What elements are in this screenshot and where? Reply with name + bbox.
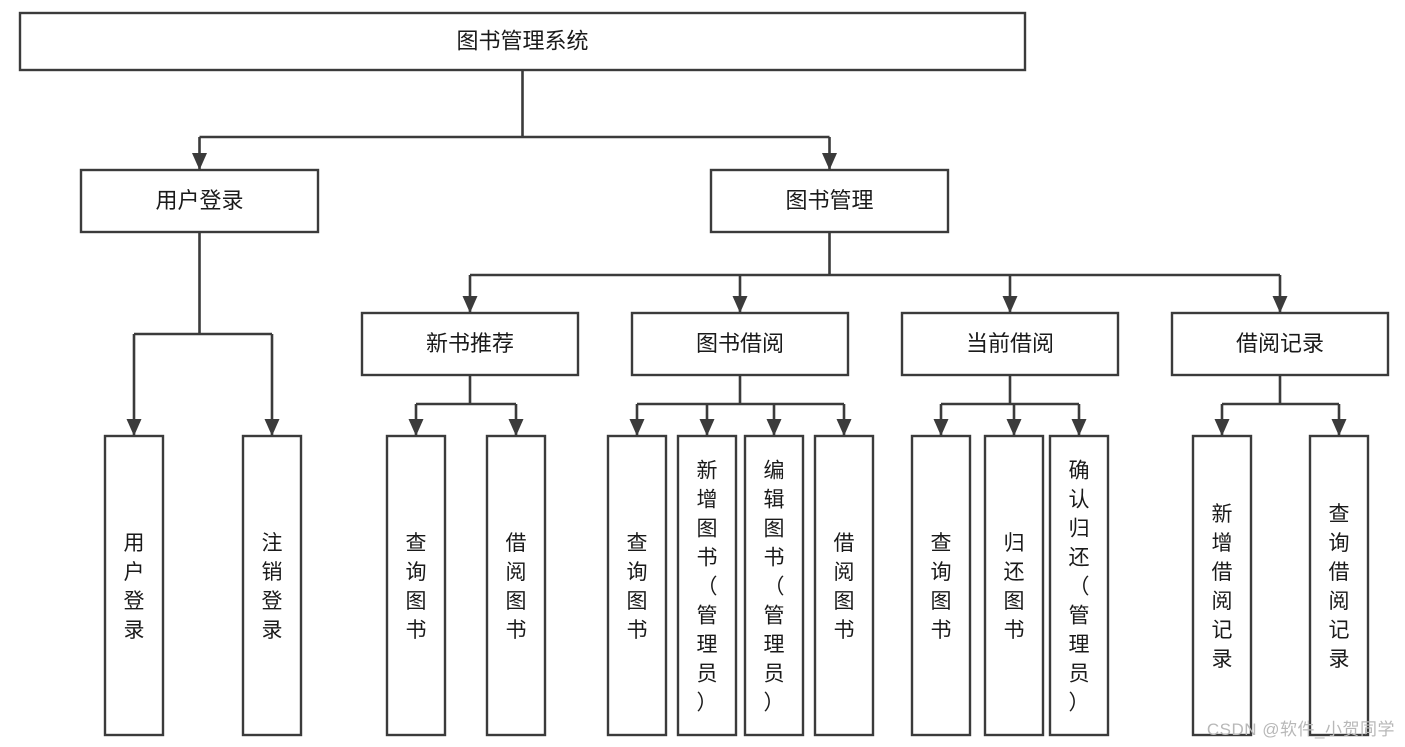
node-leaf-edit-book-box[interactable] xyxy=(743,434,805,737)
node-new-book-recommend-box[interactable] xyxy=(360,311,580,377)
node-leaf-edit-book-label: 编辑图书（管理员） xyxy=(764,460,785,715)
node-leaf-confirm-return-label: 确认归还（管理员） xyxy=(1069,460,1090,715)
node-leaf-add-borrow-record-label: 新增借阅记录 xyxy=(1212,503,1233,671)
node-leaf-query-book-3[interactable]: 查询图书 xyxy=(910,434,972,737)
node-root-图书管理系统-box[interactable] xyxy=(18,11,1027,72)
node-leaf-return-book-box[interactable] xyxy=(983,434,1045,737)
node-leaf-borrow-book-2-box[interactable] xyxy=(813,434,875,737)
node-leaf-query-book-2-box[interactable] xyxy=(606,434,668,737)
node-leaf-user-logout-label: 注销登录 xyxy=(262,532,283,642)
node-leaf-borrow-book-2-label: 借阅图书 xyxy=(834,532,855,642)
node-leaf-query-book-3-label: 查询图书 xyxy=(931,532,952,642)
node-leaf-query-book-1-box[interactable] xyxy=(385,434,447,737)
node-borrow-record[interactable]: 借阅记录 xyxy=(1170,311,1390,377)
node-leaf-query-book-1-label: 查询图书 xyxy=(406,532,427,642)
node-leaf-add-borrow-record-box[interactable] xyxy=(1191,434,1253,737)
node-current-borrow-box[interactable] xyxy=(900,311,1120,377)
node-book-management[interactable]: 图书管理 xyxy=(709,168,950,234)
node-layer: 图书管理系统用户登录图书管理新书推荐图书借阅当前借阅借阅记录用户登录注销登录查询… xyxy=(18,11,1390,737)
node-user-login-box[interactable] xyxy=(79,168,320,234)
new-book-recommend-to-leaves-arrow-1 xyxy=(508,419,524,436)
node-leaf-user-login[interactable]: 用户登录 xyxy=(103,434,165,737)
node-leaf-borrow-book-1-label: 借阅图书 xyxy=(506,532,527,642)
node-borrow-record-label: 借阅记录 xyxy=(1236,331,1324,356)
node-root-图书管理系统[interactable]: 图书管理系统 xyxy=(18,11,1027,72)
node-leaf-return-book[interactable]: 归还图书 xyxy=(983,434,1045,737)
node-book-management-box[interactable] xyxy=(709,168,950,234)
node-book-borrow[interactable]: 图书借阅 xyxy=(630,311,850,377)
node-leaf-add-book-label: 新增图书（管理员） xyxy=(697,460,718,715)
book-borrow-to-leaves-arrow-0 xyxy=(629,419,645,436)
node-leaf-return-book-label: 归还图书 xyxy=(1004,532,1025,642)
book-borrow-to-leaves-arrow-2 xyxy=(766,419,782,436)
node-borrow-record-box[interactable] xyxy=(1170,311,1390,377)
current-borrow-to-leaves-arrow-2 xyxy=(1071,419,1087,436)
node-book-borrow-box[interactable] xyxy=(630,311,850,377)
book-borrow-to-leaves-arrow-3 xyxy=(836,419,852,436)
current-borrow-to-leaves-arrow-0 xyxy=(933,419,949,436)
node-leaf-edit-book[interactable]: 编辑图书（管理员） xyxy=(743,434,805,737)
book-management-to-level3-arrow-2 xyxy=(1002,296,1018,313)
node-current-borrow-label: 当前借阅 xyxy=(966,331,1054,356)
node-leaf-borrow-book-1-box[interactable] xyxy=(485,434,547,737)
node-leaf-user-logout-box[interactable] xyxy=(241,434,303,737)
node-leaf-query-book-1[interactable]: 查询图书 xyxy=(385,434,447,737)
node-leaf-user-logout[interactable]: 注销登录 xyxy=(241,434,303,737)
borrow-record-to-leaves-arrow-1 xyxy=(1331,419,1347,436)
node-leaf-add-book-box[interactable] xyxy=(676,434,738,737)
node-leaf-add-borrow-record[interactable]: 新增借阅记录 xyxy=(1191,434,1253,737)
node-book-management-label: 图书管理 xyxy=(785,188,873,213)
node-current-borrow[interactable]: 当前借阅 xyxy=(900,311,1120,377)
book-borrow-to-leaves-arrow-1 xyxy=(699,419,715,436)
node-leaf-add-book[interactable]: 新增图书（管理员） xyxy=(676,434,738,737)
node-leaf-query-book-2-label: 查询图书 xyxy=(627,532,648,642)
node-user-login[interactable]: 用户登录 xyxy=(79,168,320,234)
node-new-book-recommend[interactable]: 新书推荐 xyxy=(360,311,580,377)
node-leaf-confirm-return-box[interactable] xyxy=(1048,434,1110,737)
new-book-recommend-to-leaves-arrow-0 xyxy=(408,419,424,436)
node-leaf-query-book-2[interactable]: 查询图书 xyxy=(606,434,668,737)
node-leaf-query-borrow-record-box[interactable] xyxy=(1308,434,1370,737)
book-management-to-level3-arrow-0 xyxy=(462,296,478,313)
connector-layer xyxy=(126,70,1347,436)
node-new-book-recommend-label: 新书推荐 xyxy=(426,331,514,356)
node-leaf-query-borrow-record-label: 查询借阅记录 xyxy=(1329,503,1350,671)
node-book-borrow-label: 图书借阅 xyxy=(696,331,784,356)
book-management-to-level3-arrow-1 xyxy=(732,296,748,313)
node-leaf-borrow-book-2[interactable]: 借阅图书 xyxy=(813,434,875,737)
node-leaf-user-login-box[interactable] xyxy=(103,434,165,737)
node-leaf-query-book-3-box[interactable] xyxy=(910,434,972,737)
borrow-record-to-leaves-arrow-0 xyxy=(1214,419,1230,436)
node-root-图书管理系统-label: 图书管理系统 xyxy=(456,28,588,53)
user-login-to-leaves-arrow-0 xyxy=(126,419,142,436)
user-login-to-leaves-arrow-1 xyxy=(264,419,280,436)
node-leaf-user-login-label: 用户登录 xyxy=(124,532,145,642)
node-leaf-borrow-book-1[interactable]: 借阅图书 xyxy=(485,434,547,737)
root-to-level2-arrow-1 xyxy=(822,153,837,170)
node-user-login-label: 用户登录 xyxy=(155,188,243,213)
node-leaf-confirm-return[interactable]: 确认归还（管理员） xyxy=(1048,434,1110,737)
current-borrow-to-leaves-arrow-1 xyxy=(1006,419,1022,436)
book-management-to-level3-arrow-3 xyxy=(1272,296,1288,313)
node-leaf-query-borrow-record[interactable]: 查询借阅记录 xyxy=(1308,434,1370,737)
root-to-level2-arrow-0 xyxy=(192,153,207,170)
